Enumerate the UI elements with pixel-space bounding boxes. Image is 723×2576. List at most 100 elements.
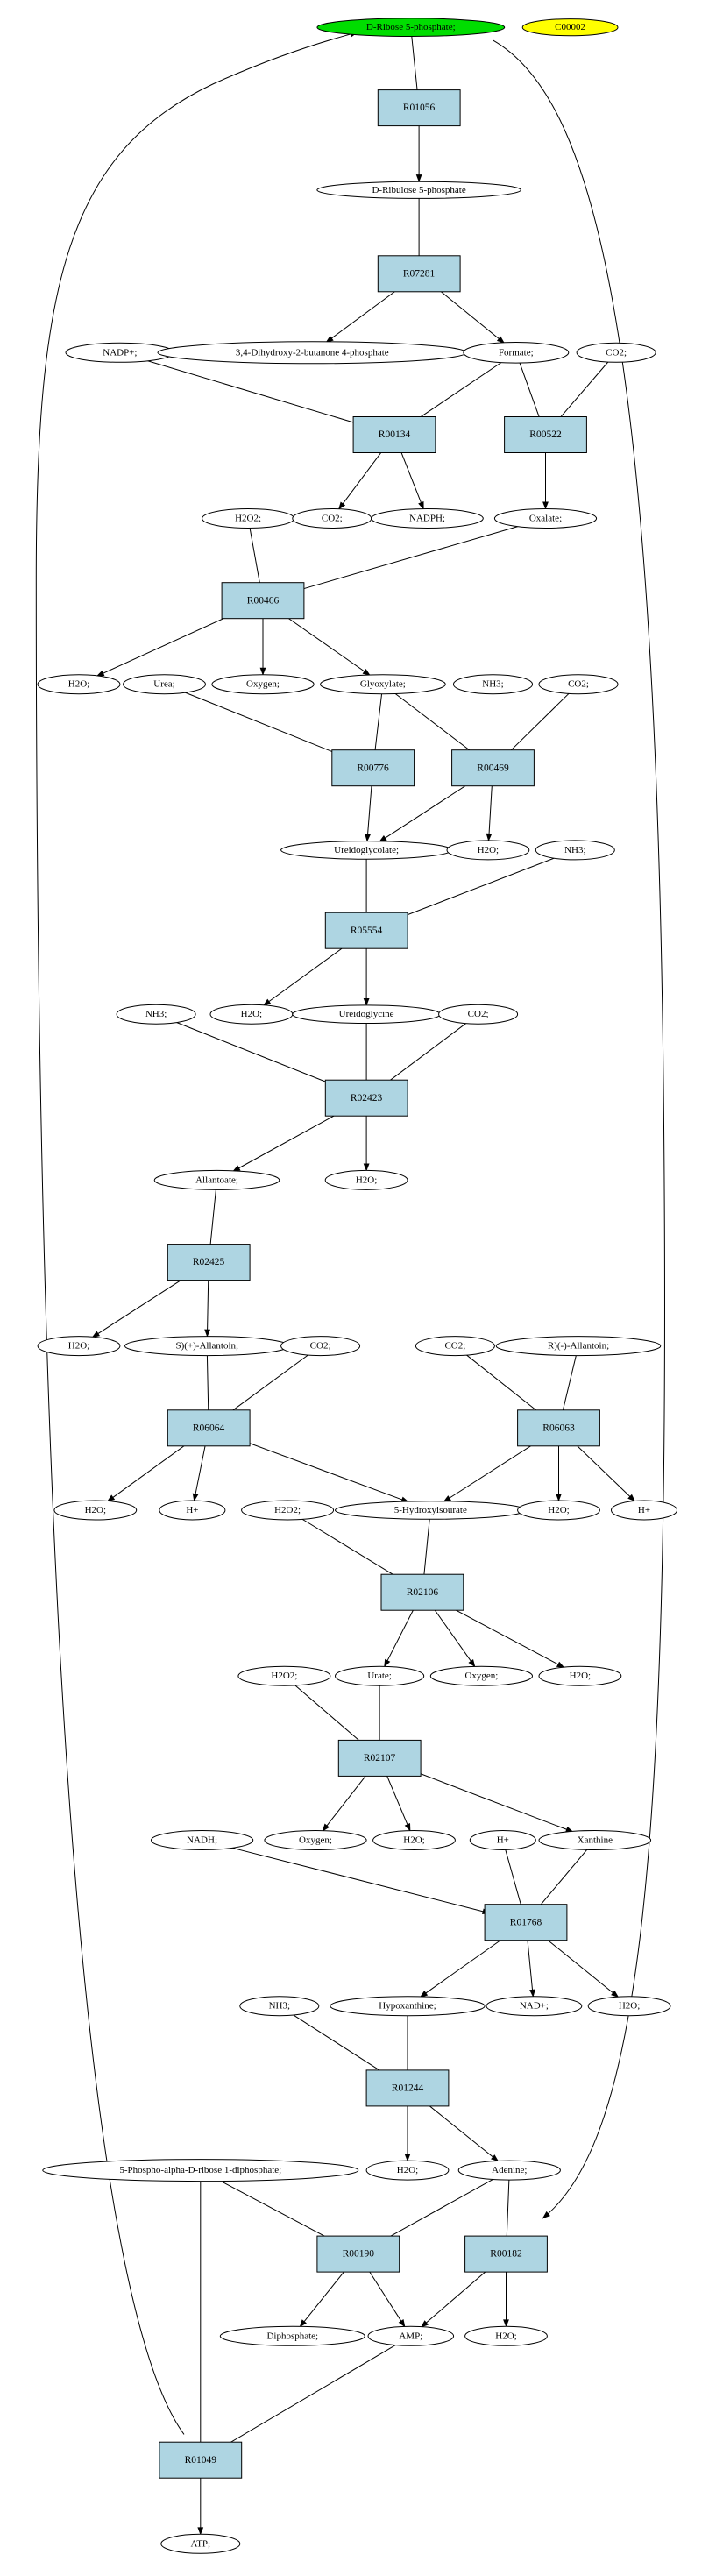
compound-node-adenine[interactable]: Adenine; — [457, 2160, 561, 2181]
reaction-node-r00466[interactable]: R00466 — [221, 582, 305, 620]
compound-ellipse[interactable] — [415, 1336, 495, 1357]
compound-ellipse[interactable] — [53, 1500, 138, 1521]
reaction-node-r00522[interactable]: R00522 — [504, 416, 587, 453]
compound-ellipse[interactable] — [116, 1004, 196, 1025]
compound-ellipse[interactable] — [316, 18, 506, 38]
compound-node-d-ribulose-5-phosphate[interactable]: D-Ribulose 5-phosphate — [316, 181, 521, 199]
compound-node-h[interactable]: H+ — [469, 1830, 536, 1850]
compound-node-formate[interactable]: Formate; — [463, 342, 570, 364]
compound-ellipse[interactable] — [124, 1336, 290, 1357]
compound-ellipse[interactable] — [371, 508, 484, 529]
compound-ellipse[interactable] — [576, 342, 656, 363]
compound-ellipse[interactable] — [495, 1336, 662, 1357]
compound-node-h2o[interactable]: H2O; — [517, 1500, 600, 1521]
compound-ellipse[interactable] — [464, 2325, 548, 2346]
compound-ellipse[interactable] — [157, 341, 468, 365]
reaction-node-r05554[interactable]: R05554 — [324, 912, 408, 949]
compound-node-s-allantoin[interactable]: S)(+)-Allantoin; — [124, 1336, 290, 1357]
compound-ellipse[interactable] — [453, 674, 533, 695]
compound-ellipse[interactable] — [367, 2325, 455, 2346]
compound-ellipse[interactable] — [521, 18, 619, 37]
compound-node-urea[interactable]: Urea; — [123, 674, 206, 695]
compound-node-nh3[interactable]: NH3; — [535, 840, 615, 861]
compound-ellipse[interactable] — [160, 2533, 241, 2554]
reaction-node-r02423[interactable]: R02423 — [324, 1079, 408, 1117]
compound-node-oxygen[interactable]: Oxygen; — [429, 1665, 534, 1686]
compound-ellipse[interactable] — [123, 674, 206, 695]
compound-node-h2o[interactable]: H2O; — [365, 2160, 450, 2181]
reaction-node-r01244[interactable]: R01244 — [365, 2069, 450, 2107]
compound-node-h[interactable]: H+ — [159, 1500, 226, 1521]
compound-ellipse[interactable] — [211, 674, 315, 695]
compound-node-h2o[interactable]: H2O; — [37, 1336, 121, 1357]
reaction-node-r00190[interactable]: R00190 — [316, 2235, 400, 2273]
compound-node-nadh[interactable]: NADH; — [151, 1830, 254, 1850]
reaction-box[interactable] — [464, 2235, 548, 2273]
compound-ellipse[interactable] — [292, 508, 372, 529]
compound-ellipse[interactable] — [438, 1004, 519, 1025]
compound-node-h2o2[interactable]: H2O2; — [202, 508, 295, 529]
compound-node-xanthine[interactable]: Xanthine — [538, 1830, 652, 1850]
compound-node-h2o[interactable]: H2O; — [446, 840, 530, 861]
compound-ellipse[interactable] — [486, 1996, 583, 2017]
compound-node-nh3[interactable]: NH3; — [116, 1004, 196, 1025]
reaction-node-r00182[interactable]: R00182 — [464, 2235, 548, 2273]
reaction-node-r01056[interactable]: R01056 — [377, 89, 461, 127]
reaction-node-r01049[interactable]: R01049 — [159, 2441, 243, 2479]
compound-ellipse[interactable] — [316, 181, 521, 199]
reaction-box[interactable] — [159, 2441, 243, 2479]
compound-ellipse[interactable] — [239, 1996, 320, 2017]
compound-ellipse[interactable] — [538, 1665, 622, 1686]
compound-node-nad[interactable]: NAD+; — [486, 1996, 583, 2017]
reaction-node-r00776[interactable]: R00776 — [331, 749, 415, 787]
compound-node-h2o2[interactable]: H2O2; — [237, 1665, 331, 1686]
compound-node-h2o[interactable]: H2O; — [53, 1500, 138, 1521]
compound-node-co2[interactable]: CO2; — [292, 508, 372, 529]
compound-node-co2[interactable]: CO2; — [415, 1336, 495, 1357]
compound-ellipse[interactable] — [37, 674, 121, 695]
reaction-box[interactable] — [316, 2235, 400, 2273]
compound-node-h2o[interactable]: H2O; — [324, 1169, 408, 1190]
compound-ellipse[interactable] — [241, 1500, 335, 1521]
compound-node-h[interactable]: H+ — [611, 1500, 677, 1521]
compound-ellipse[interactable] — [538, 1830, 652, 1850]
compound-node-co2[interactable]: CO2; — [438, 1004, 519, 1025]
compound-node-hypoxanthine[interactable]: Hypoxanthine; — [330, 1996, 486, 2017]
compound-node-glyoxylate[interactable]: Glyoxylate; — [320, 674, 446, 695]
compound-ellipse[interactable] — [372, 1830, 456, 1850]
compound-ellipse[interactable] — [493, 508, 598, 529]
compound-node-h2o[interactable]: H2O; — [538, 1665, 622, 1686]
reaction-node-r06064[interactable]: R06064 — [167, 1409, 251, 1447]
compound-ellipse[interactable] — [237, 1665, 331, 1686]
compound-node-nh3[interactable]: NH3; — [239, 1996, 320, 2017]
compound-ellipse[interactable] — [446, 840, 530, 861]
compound-ellipse[interactable] — [429, 1665, 534, 1686]
compound-ellipse[interactable] — [324, 1169, 408, 1190]
compound-node-nh3[interactable]: NH3; — [453, 674, 533, 695]
compound-node-oxalate[interactable]: Oxalate; — [493, 508, 598, 529]
reaction-node-r07281[interactable]: R07281 — [377, 255, 461, 293]
compound-ellipse[interactable] — [320, 674, 446, 695]
reaction-node-r06063[interactable]: R06063 — [517, 1409, 600, 1447]
compound-ellipse[interactable] — [292, 1004, 442, 1024]
compound-ellipse[interactable] — [335, 1501, 527, 1520]
reaction-box[interactable] — [517, 1409, 600, 1447]
compound-ellipse[interactable] — [202, 508, 295, 529]
compound-node-oxygen[interactable]: Oxygen; — [211, 674, 315, 695]
compound-ellipse[interactable] — [538, 674, 619, 695]
compound-node-co2[interactable]: CO2; — [280, 1336, 361, 1357]
compound-node-diviphosphate[interactable]: Diphosphate; — [219, 2325, 365, 2346]
reaction-box[interactable] — [167, 1244, 251, 1281]
compound-ellipse[interactable] — [280, 1336, 361, 1357]
compound-ellipse[interactable] — [457, 2160, 561, 2181]
compound-node-3-4-dihydroxy-2-butanone-4-phosphate[interactable]: 3,4-Dihydroxy-2-butanone 4-phosphate — [157, 341, 468, 365]
reaction-node-r02107[interactable]: R02107 — [337, 1739, 422, 1777]
compound-ellipse[interactable] — [280, 841, 453, 860]
reaction-box[interactable] — [337, 1739, 422, 1777]
compound-node-r-allantoin[interactable]: R)(-)-Allantoin; — [495, 1336, 662, 1357]
compound-ellipse[interactable] — [42, 2159, 359, 2182]
compound-node-h2o[interactable]: H2O; — [464, 2325, 548, 2346]
compound-node-amp[interactable]: AMP; — [367, 2325, 455, 2346]
compound-ellipse[interactable] — [335, 1665, 425, 1686]
compound-ellipse[interactable] — [37, 1336, 121, 1357]
